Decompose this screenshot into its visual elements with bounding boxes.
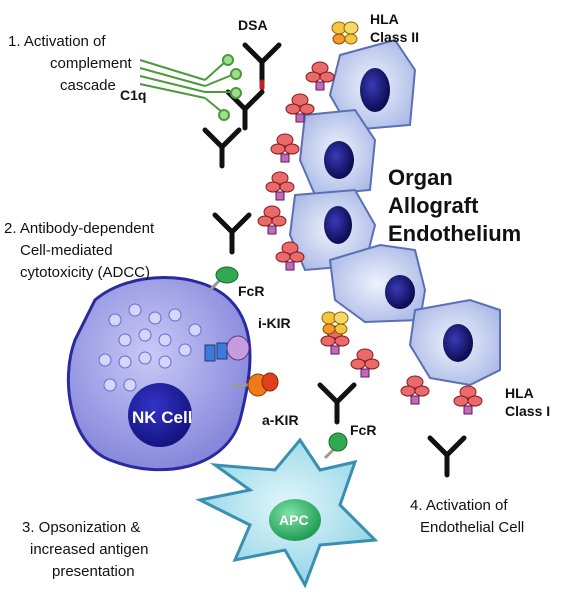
label-fcr-nk: FcR (238, 283, 264, 299)
label-activation-complement-3: cascade (60, 77, 116, 94)
endothelial-nucleus (360, 68, 390, 112)
endothelium-layer (288, 38, 501, 387)
label-opsonization-3: presentation (52, 563, 135, 580)
hla-class-i-molecules (257, 61, 483, 415)
hla-class-i (453, 385, 483, 415)
label-activation-complement-1: 1. Activation of (8, 33, 106, 50)
endothelial-nucleus (324, 206, 352, 244)
nk-cell-nucleus (128, 383, 192, 447)
label-nk-cell: NK Cell (132, 408, 192, 427)
hla-class-ii-molecules (321, 21, 359, 335)
hla-class-ii (321, 311, 349, 335)
endothelial-cell (288, 188, 377, 272)
label-hla-class-ii-2: Class II (370, 29, 419, 45)
antibody (202, 127, 242, 169)
antibody (317, 382, 357, 425)
label-adcc-3: cytotoxicity (ADCC) (20, 264, 150, 281)
label-activation-endothelial-2: Endothelial Cell (420, 519, 524, 536)
label-organ-2: Allograft (388, 193, 479, 218)
label-organ-1: Organ (388, 165, 453, 190)
label-opsonization-1: 3. Opsonization & (22, 519, 140, 536)
c1q-complex (139, 54, 242, 121)
fcr-receptor-nk (208, 266, 239, 292)
label-apc: APC (279, 512, 309, 528)
label-opsonization-2: increased antigen (30, 541, 148, 558)
apc-cell (195, 437, 379, 589)
label-organ-3: Endothelium (388, 221, 521, 246)
endothelial-nucleus (385, 275, 415, 309)
hla-class-i (350, 348, 380, 378)
label-activation-endothelial-1: 4. Activation of (410, 497, 508, 514)
hla-class-i (275, 241, 305, 271)
label-hla-class-i-1: HLA (505, 385, 534, 401)
hla-class-i (285, 93, 315, 123)
hla-class-i (305, 61, 335, 91)
endothelial-cell (328, 38, 417, 132)
endothelial-nucleus (443, 324, 473, 362)
label-a-kir: a-KIR (262, 412, 299, 428)
endothelial-nucleus (324, 141, 354, 179)
label-i-kir: i-KIR (258, 315, 291, 331)
label-c1q: C1q (120, 87, 146, 103)
hla-class-i (257, 205, 287, 235)
label-fcr-apc: FcR (350, 422, 376, 438)
antibodies (202, 42, 467, 478)
apc-nucleus (269, 499, 321, 541)
antibody-dsa (242, 42, 282, 91)
hla-class-i (400, 375, 430, 405)
a-kir-receptor (230, 372, 279, 397)
label-adcc-2: Cell-mediated (20, 242, 113, 259)
endothelial-cell (298, 108, 377, 197)
endothelial-cell (408, 298, 501, 387)
label-hla-class-ii-1: HLA (370, 11, 399, 27)
antibody (212, 212, 252, 255)
label-hla-class-i-2: Class I (505, 403, 550, 419)
hla-class-i (270, 133, 300, 163)
label-adcc-1: 2. Antibody-dependent (4, 220, 155, 237)
label-activation-complement-2: complement (50, 55, 133, 72)
nk-cell (66, 276, 252, 472)
endothelial-cell (328, 243, 427, 324)
text-labels: 1. Activation of complement cascade C1q … (4, 11, 550, 580)
hla-class-i (265, 171, 295, 201)
fcr-receptor-apc (323, 432, 348, 460)
label-dsa: DSA (238, 17, 268, 33)
hla-class-ii (331, 21, 359, 45)
antibody (427, 435, 467, 478)
i-kir-receptor (204, 335, 250, 362)
